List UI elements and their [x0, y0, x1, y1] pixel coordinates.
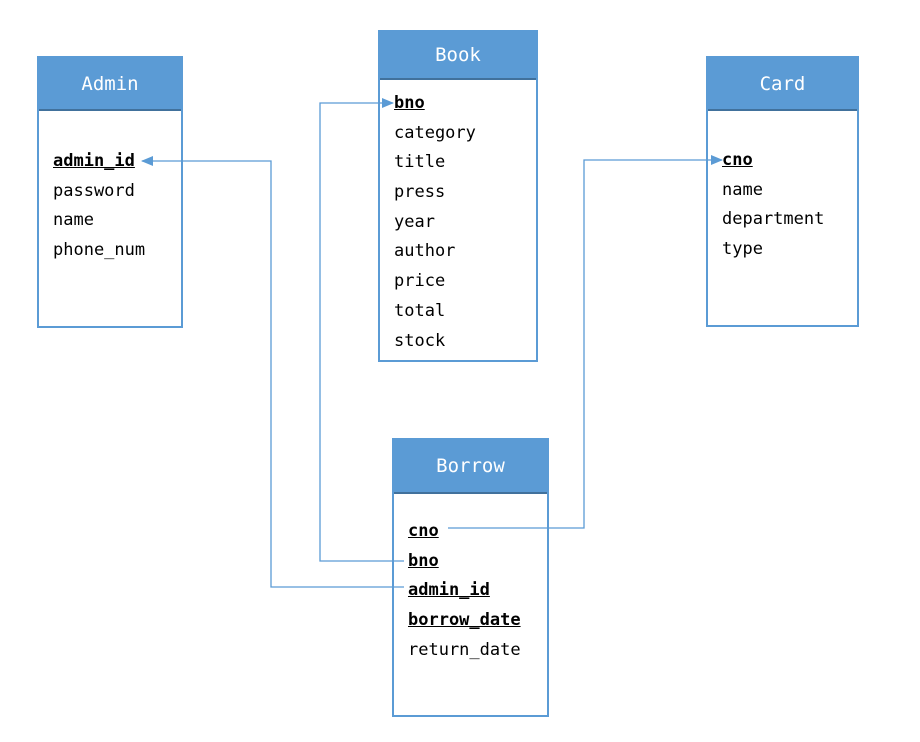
field-price: price [394, 271, 446, 292]
entity-borrow: Borrow cno bno admin_id borrow_date retu… [392, 438, 549, 717]
field-password: password [53, 180, 135, 201]
field-borrow-date: borrow_date [408, 610, 521, 631]
field-cno: cno [722, 150, 753, 170]
field-total: total [394, 300, 446, 321]
field-phone-num: phone_num [53, 240, 146, 261]
field-return-date: return_date [408, 639, 521, 660]
field-press: press [394, 182, 446, 203]
field-list: admin_id password name phone_num [53, 147, 145, 266]
field-year: year [394, 211, 435, 232]
field-list: bno category title press year author pri… [394, 89, 476, 356]
entity-title: Borrow [394, 440, 547, 494]
field-cno: cno [408, 521, 439, 541]
entity-card: Card cno name department type [706, 56, 859, 327]
field-name: name [53, 210, 94, 231]
field-stock: stock [394, 330, 446, 351]
entity-title: Admin [39, 58, 181, 111]
field-name: name [722, 179, 763, 200]
field-bno: bno [394, 93, 425, 113]
field-category: category [394, 122, 476, 143]
field-admin-id: admin_id [408, 580, 490, 601]
field-department: department [722, 209, 825, 230]
field-list: cno bno admin_id borrow_date return_date [408, 517, 521, 665]
field-type: type [722, 239, 763, 260]
entity-book: Book bno category title press year autho… [378, 30, 538, 362]
entity-title: Book [380, 32, 536, 80]
field-list: cno name department type [722, 146, 824, 265]
field-admin-id: admin_id [53, 151, 135, 171]
entity-admin: Admin admin_id password name phone_num [37, 56, 183, 328]
field-title: title [394, 152, 446, 173]
entity-title: Card [708, 58, 857, 111]
field-bno: bno [408, 550, 439, 571]
field-author: author [394, 241, 456, 262]
